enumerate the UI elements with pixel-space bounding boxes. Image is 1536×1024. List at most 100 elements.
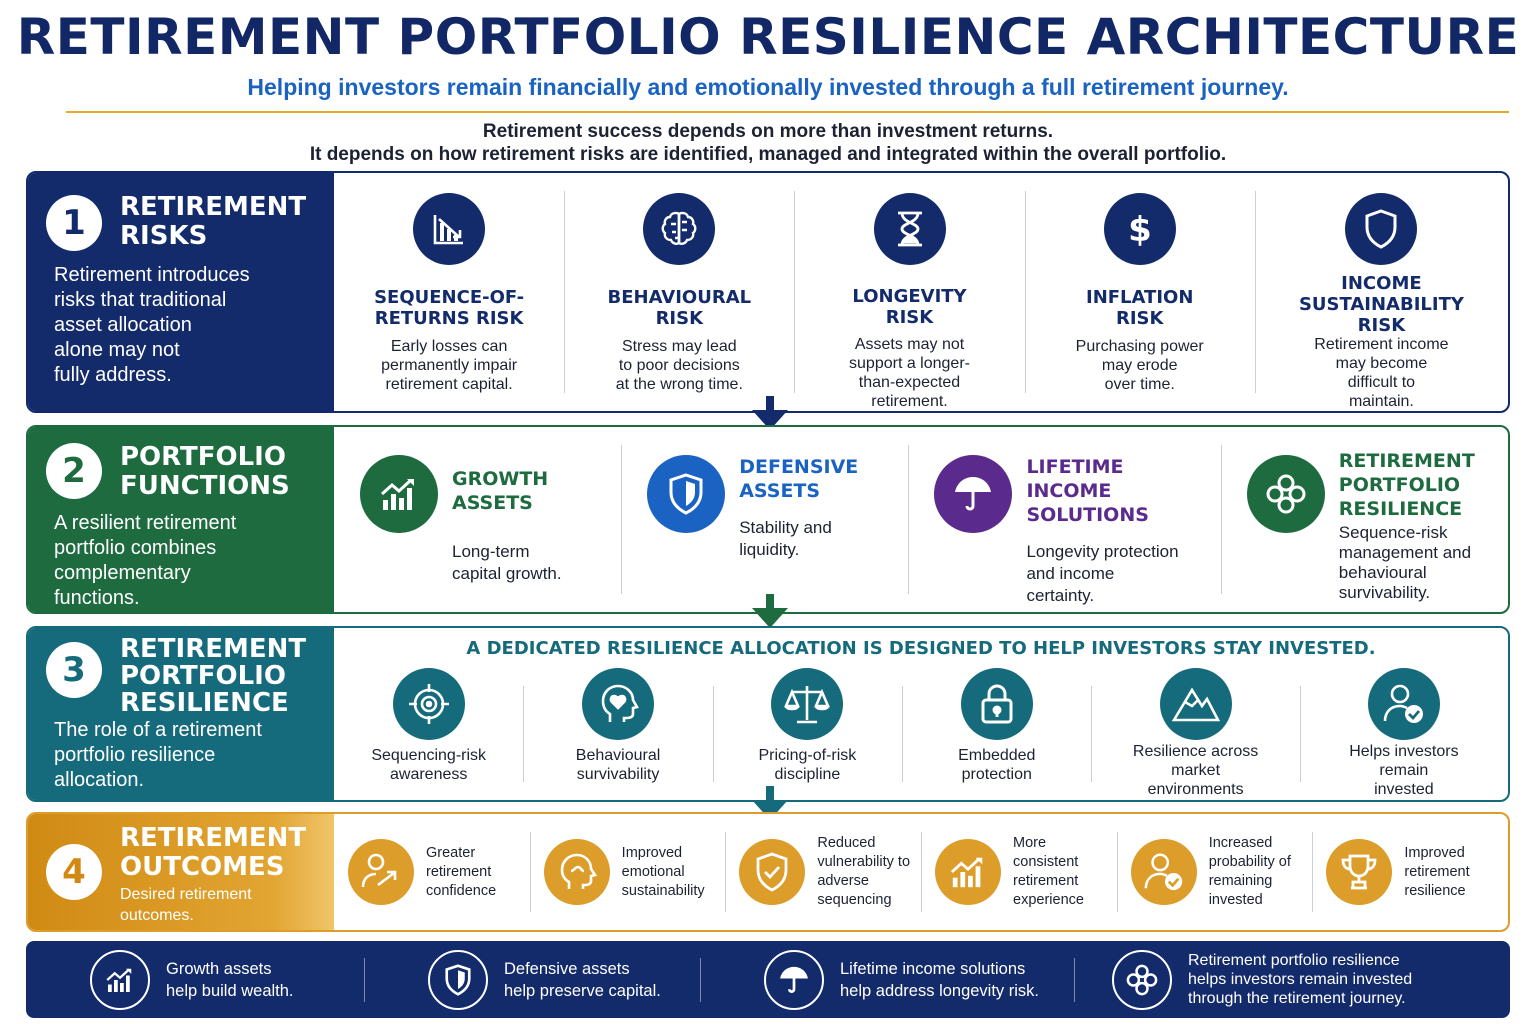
- intro-line: It depends on how retirement risks are i…: [309, 144, 1227, 165]
- target-icon: [392, 668, 465, 740]
- page-title: RETIREMENT PORTFOLIO RESILIENCE ARCHITEC…: [16, 8, 1520, 66]
- section-title-line: FUNCTIONS: [120, 471, 290, 501]
- section-description: Retirement introduces risks that traditi…: [54, 263, 250, 388]
- brain-icon: [643, 193, 716, 265]
- shield-icon: [647, 455, 726, 533]
- desc-line: A resilient retirement: [54, 512, 237, 534]
- trophy-icon: [1326, 839, 1393, 905]
- padlock-icon: [960, 668, 1033, 740]
- section-title: RETIREMENT PORTFOLIO RESILIENCE: [120, 636, 306, 717]
- section-title: RETIREMENT RISKS: [120, 193, 306, 251]
- risk-item-sequence: SEQUENCE-OF-RETURNS RISK Early losses ca…: [334, 173, 564, 411]
- person-check-icon: [1367, 668, 1440, 740]
- person-arrow-icon: [348, 839, 414, 905]
- section-title-line: RETIREMENT: [120, 823, 307, 853]
- desc-line: Desired retirement: [120, 886, 252, 903]
- head-profile-icon: [543, 839, 610, 905]
- section-description: The role of a retirement portfolio resil…: [54, 718, 262, 793]
- section-header-panel: 4 RETIREMENT OUTCOMES Desired retirement…: [28, 814, 334, 930]
- mountain-icon: [1159, 668, 1232, 740]
- desc-line: portfolio resilience: [54, 744, 216, 766]
- intro-text: Retirement success depends on more than …: [0, 120, 1536, 166]
- person-check-icon: [1130, 839, 1197, 905]
- section-header-panel: 1 RETIREMENT RISKS Retirement introduces…: [28, 173, 334, 411]
- desc-line: allocation.: [54, 769, 145, 791]
- desc-line: outcomes.: [120, 907, 194, 924]
- shield-icon: [1345, 193, 1418, 265]
- shield-check-icon: [739, 839, 806, 905]
- section-description: A resilient retirement portfolio combine…: [54, 511, 236, 611]
- head-heart-icon: [582, 668, 655, 740]
- desc-line: risks that traditional: [54, 289, 227, 311]
- section-header-panel: 2 PORTFOLIO FUNCTIONS A resilient retire…: [28, 427, 334, 612]
- section-title: RETIREMENT OUTCOMES: [120, 824, 306, 882]
- desc-line: complementary: [54, 562, 191, 584]
- risk-row: SEQUENCE-OF-RETURNS RISK Early losses ca…: [334, 173, 1508, 411]
- section-number: 2: [46, 443, 102, 499]
- shield-icon: [428, 949, 488, 1010]
- section-number: 1: [46, 195, 102, 251]
- section-header-panel: 3 RETIREMENT PORTFOLIO RESILIENCE The ro…: [28, 628, 334, 800]
- desc-line: Retirement introduces: [54, 264, 250, 286]
- function-title: GROWTH ASSETS: [452, 468, 549, 514]
- section-title-line: PORTFOLIO: [120, 661, 286, 691]
- growth-chart-icon: [360, 455, 438, 533]
- knot-icon: [1112, 949, 1172, 1010]
- hourglass-icon: [873, 193, 946, 265]
- section-title-line: RETIREMENT: [120, 634, 307, 664]
- section-number: 4: [46, 844, 102, 900]
- section-retirement-risks: 1 RETIREMENT RISKS Retirement introduces…: [26, 171, 1510, 413]
- section-title-line: PORTFOLIO: [120, 442, 286, 472]
- risk-title: SEQUENCE-OF-RETURNS RISK: [374, 287, 525, 329]
- svg-text:$: $: [1128, 210, 1152, 249]
